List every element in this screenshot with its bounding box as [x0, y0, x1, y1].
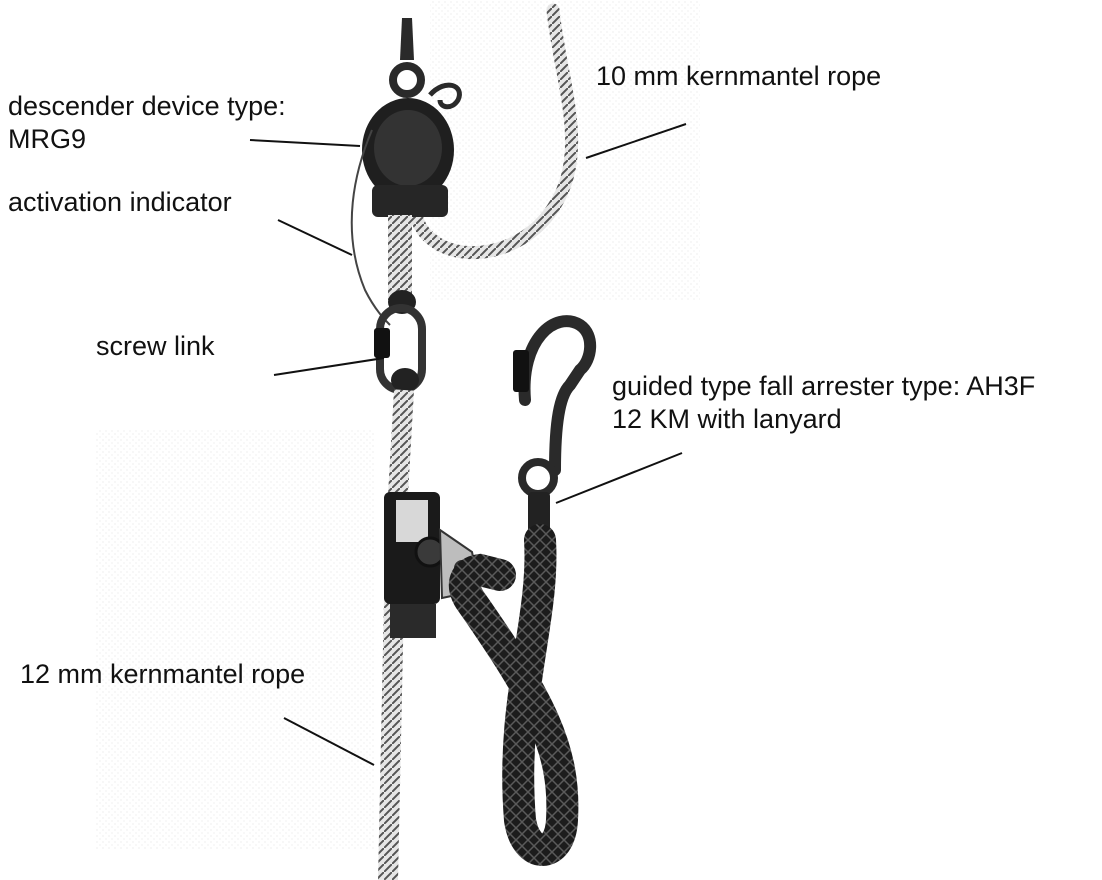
label-fall-arrester-line2: 12 KM with lanyard [612, 403, 842, 436]
rope-knot-lower [391, 368, 419, 392]
leader-fall-arrester [556, 453, 682, 503]
top-shackle [400, 18, 414, 60]
label-descender-line2: MRG9 [8, 123, 86, 156]
top-eye [393, 66, 421, 94]
label-rope-10mm: 10 mm kernmantel rope [596, 60, 881, 93]
leader-descender [250, 140, 360, 146]
label-screw-link: screw link [96, 330, 215, 363]
carabiner-gate [513, 350, 529, 392]
label-descender-line1: descender device type: [8, 90, 286, 123]
leader-activation-indicator [278, 220, 352, 255]
screw-link-sleeve [374, 328, 390, 358]
label-fall-arrester-line1: guided type fall arrester type: AH3F [612, 370, 1035, 403]
big-carabiner [525, 321, 591, 470]
background-texture-left [95, 430, 375, 850]
lanyard [465, 540, 563, 850]
fall-arrester-lower-part [390, 604, 436, 638]
carabiner-eye [522, 462, 554, 494]
descender-lower-block [372, 185, 448, 217]
descender-device-face [374, 110, 442, 186]
fall-arrester-label [396, 500, 428, 542]
leader-screw-link [274, 358, 384, 375]
label-activation-indicator: activation indicator [8, 186, 232, 219]
label-rope-12mm: 12 mm kernmantel rope [20, 658, 305, 691]
